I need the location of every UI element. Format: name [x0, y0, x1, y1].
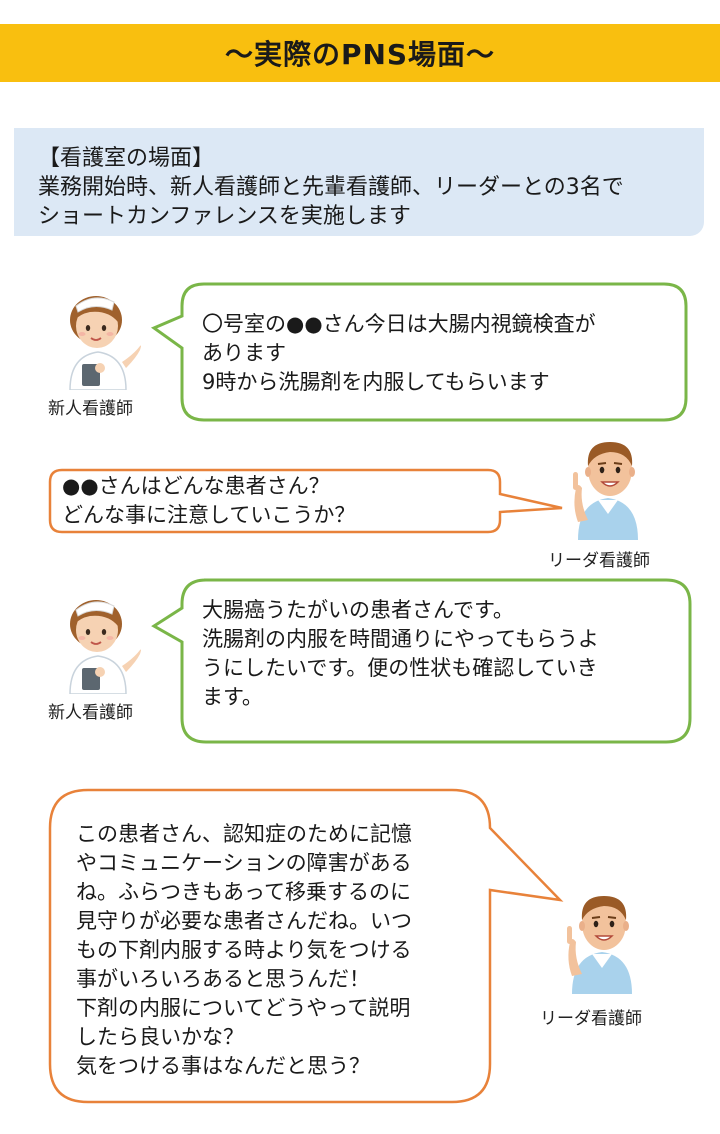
bubble-line: したら良いかな？ [76, 1025, 244, 1049]
scene-line-2: ショートカンファレンスを実施します [38, 204, 411, 229]
bubble-text-3: 大腸癌うたがいの患者さんです。 洗腸剤の内服を時間通りにやってもらうよ うにした… [202, 596, 599, 712]
bubble-text-4: この患者さん、認知症のために記憶 やコミュニケーションの障害がある ね。ふらつき… [76, 820, 412, 1081]
speaker-label-novice: 新人看護師 [48, 399, 133, 419]
speech-bubble-shape [48, 468, 563, 534]
female-nurse-icon [56, 290, 146, 391]
bubble-line: 大腸癌うたがいの患者さんです。 [202, 598, 514, 622]
bubble-line: ます。 [202, 685, 263, 709]
scene-description-box: 【看護室の場面】 業務開始時、新人看護師と先輩看護師、リーダーとの3名で ショー… [14, 128, 704, 236]
bubble-line: 見守りが必要な患者さんだね。いつ [76, 909, 412, 933]
bubble-line: うにしたいです。便の性状も確認していき [202, 656, 598, 680]
bubble-text-2: ●●さんはどんな患者さん？ どんな事に注意していこうか？ [62, 472, 355, 530]
bubble-line: ね。ふらつきもあって移乗するのに [76, 880, 411, 904]
scene-heading: 【看護室の場面】 [38, 146, 215, 171]
speech-bubble-shape [151, 578, 692, 744]
bubble-line: 下剤の内服についてどうやって説明 [76, 996, 411, 1020]
bubble-line: もの下剤内服する時より気をつける [76, 938, 412, 962]
bubble-line: 〇号室の●●さん今日は大腸内視鏡検査が [202, 312, 596, 336]
speaker-label-leader: リーダ看護師 [548, 551, 650, 571]
page-header: 〜実際のPNS場面〜 [0, 24, 720, 82]
speaker-label-novice: 新人看護師 [48, 703, 133, 723]
bubble-line: この患者さん、認知症のために記憶 [76, 822, 412, 846]
bubble-line: やコミュニケーションの障害がある [76, 851, 412, 875]
speech-bubble-shape [48, 788, 564, 1104]
speech-bubble-3: 大腸癌うたがいの患者さんです。 洗腸剤の内服を時間通りにやってもらうよ うにした… [150, 578, 694, 746]
bubble-line: 9時から洗腸剤を内服してもらいます [202, 370, 550, 394]
bubble-line: あります [202, 341, 286, 365]
bubble-text-1: 〇号室の●●さん今日は大腸内視鏡検査が あります 9時から洗腸剤を内服してもらい… [202, 310, 596, 397]
page-title: 〜実際のPNS場面〜 [224, 38, 496, 71]
bubble-line: 洗腸剤の内服を時間通りにやってもらうよ [202, 627, 599, 651]
speaker-label-leader: リーダ看護師 [540, 1009, 642, 1029]
scene-line-1: 業務開始時、新人看護師と先輩看護師、リーダーとの3名で [38, 175, 624, 200]
bubble-line: ●●さんはどんな患者さん？ [62, 474, 330, 498]
bubble-line: 気をつける事はなんだと思う？ [76, 1054, 370, 1078]
speech-bubble-2: ●●さんはどんな患者さん？ どんな事に注意していこうか？ [48, 468, 568, 538]
male-nurse-icon [562, 432, 652, 540]
bubble-line: どんな事に注意していこうか？ [62, 503, 356, 527]
speech-bubble-1: 〇号室の●●さん今日は大腸内視鏡検査が あります 9時から洗腸剤を内服してもらい… [150, 282, 690, 424]
speech-bubble-shape [150, 282, 688, 422]
male-nurse-icon [556, 886, 646, 994]
female-nurse-icon [56, 594, 146, 695]
speech-bubble-4: この患者さん、認知症のために記憶 やコミュニケーションの障害がある ね。ふらつき… [48, 788, 568, 1106]
bubble-line: 事がいろいろあると思うんだ！ [76, 967, 370, 991]
